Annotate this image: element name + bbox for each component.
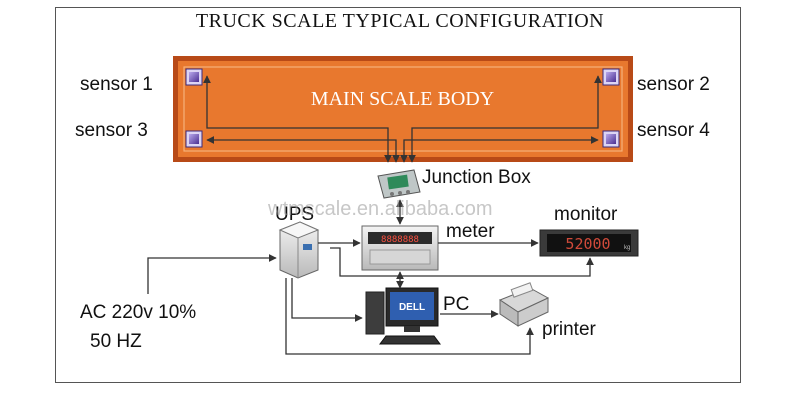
sensor-4-label: sensor 4 xyxy=(637,120,710,141)
sensor-wiring xyxy=(203,75,602,163)
monitor-unit: kg xyxy=(624,245,630,251)
sensor-2-label: sensor 2 xyxy=(637,74,710,95)
printer-icon xyxy=(498,282,550,327)
wire-ac-power xyxy=(147,254,277,294)
pc-label: PC xyxy=(443,294,470,315)
monitor-display-icon: 52000 kg xyxy=(539,229,639,257)
sensor-2-icon xyxy=(602,68,620,86)
ac-frequency-label: 50 HZ xyxy=(90,331,142,352)
main-scale-label: MAIN SCALE BODY xyxy=(310,88,495,110)
ups-icon xyxy=(278,221,320,279)
monitor-reading: 52000 xyxy=(565,235,610,253)
meter-icon: 8888888 xyxy=(361,225,439,271)
diagram-title: TRUCK SCALE TYPICAL CONFIGURATION xyxy=(195,10,605,32)
junction-box-label: Junction Box xyxy=(422,167,531,188)
ac-power-label: AC 220v 10% xyxy=(80,302,197,323)
junction-box-icon xyxy=(377,169,421,199)
monitor-label: monitor xyxy=(554,204,618,225)
sensor-4-icon xyxy=(602,130,620,148)
sensor-1-icon xyxy=(185,68,203,86)
sensor-3-icon xyxy=(185,130,203,148)
diagram-frame xyxy=(55,7,741,383)
sensor-1-label: sensor 1 xyxy=(80,74,153,95)
svg-text:8888888: 8888888 xyxy=(381,235,419,245)
meter-label: meter xyxy=(446,221,495,242)
printer-label: printer xyxy=(542,319,596,340)
sensor-3-label: sensor 3 xyxy=(75,120,148,141)
svg-text:DELL: DELL xyxy=(399,302,425,313)
watermark: wtmscale.en.alibaba.com xyxy=(268,198,493,220)
ups-label: UPS xyxy=(275,204,315,225)
ups-wiring xyxy=(285,239,594,355)
pc-icon: DELL xyxy=(365,287,441,345)
